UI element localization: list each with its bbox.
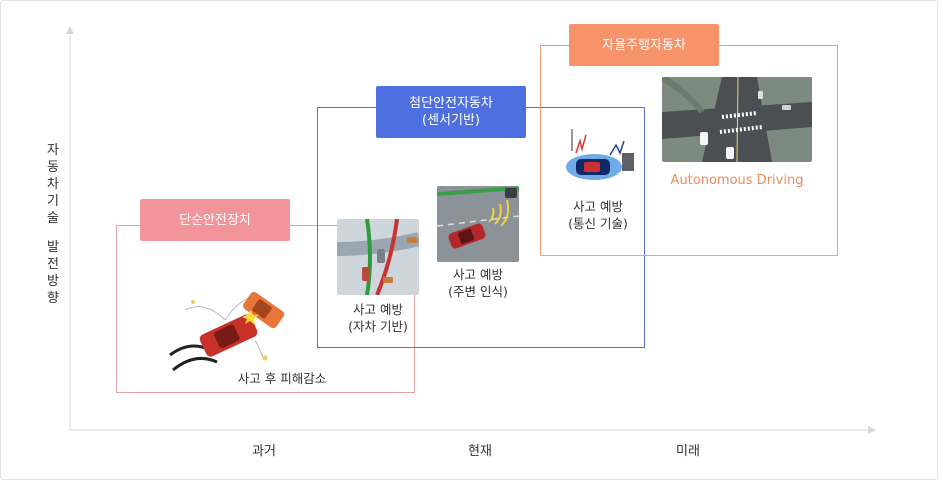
y-axis-arrow xyxy=(66,26,74,34)
stage-title: 자율주행자동차 xyxy=(602,37,686,53)
lane-keeping-image xyxy=(337,219,419,295)
stage-title-line1: 첨단안전자동차 xyxy=(409,96,493,111)
caption-post-crash: 사고 후 피해감소 xyxy=(237,371,327,386)
caption-line2: (주변 인식) xyxy=(448,284,508,299)
stage-advanced-safety-tag: 첨단안전자동차 (센서기반) xyxy=(376,86,526,138)
v2x-communication-illustration xyxy=(566,129,634,180)
y-label-char: 향 xyxy=(47,291,59,306)
y-axis-label: 자 동 차 기 술 발 전 방 향 xyxy=(38,142,68,307)
x-axis-arrow xyxy=(868,426,876,434)
stage-title: 단순안전장치 xyxy=(179,212,251,228)
stage-autonomous-tag: 자율주행자동차 xyxy=(569,24,719,66)
y-label-char: 발 xyxy=(47,240,59,255)
autonomous-intersection-image xyxy=(662,77,812,162)
caption-line1: 사고 예방 xyxy=(573,199,623,214)
caption-surround-sensing: 사고 예방 (주변 인식) xyxy=(430,266,526,300)
caption-line2: (자차 기반) xyxy=(348,319,408,334)
stage-simple-safety-tag: 단순안전장치 xyxy=(140,199,290,241)
y-label-char: 방 xyxy=(47,274,59,289)
y-label-char: 자 xyxy=(47,143,59,158)
x-label-past: 과거 xyxy=(252,444,276,459)
y-label-char: 술 xyxy=(47,211,59,226)
x-label-present: 현재 xyxy=(468,444,492,459)
caption-line2: (통신 기술) xyxy=(568,216,628,231)
y-label-char: 차 xyxy=(47,177,59,192)
y-label-char: 기 xyxy=(47,194,59,209)
caption-autonomous-driving: Autonomous Driving xyxy=(670,173,804,188)
surround-sensing-image xyxy=(437,186,519,262)
y-label-char: 동 xyxy=(47,160,59,175)
y-label-char: 전 xyxy=(47,257,59,272)
caption-communication: 사고 예방 (통신 기술) xyxy=(550,198,646,232)
caption-ego-vehicle: 사고 예방 (자차 기반) xyxy=(330,301,426,335)
crash-illustration xyxy=(169,291,285,372)
caption-line1: 사고 예방 xyxy=(353,302,403,317)
x-label-future: 미래 xyxy=(676,444,700,459)
caption-line1: 사고 예방 xyxy=(453,267,503,282)
stage-title-line2: (센서기반) xyxy=(422,113,480,128)
